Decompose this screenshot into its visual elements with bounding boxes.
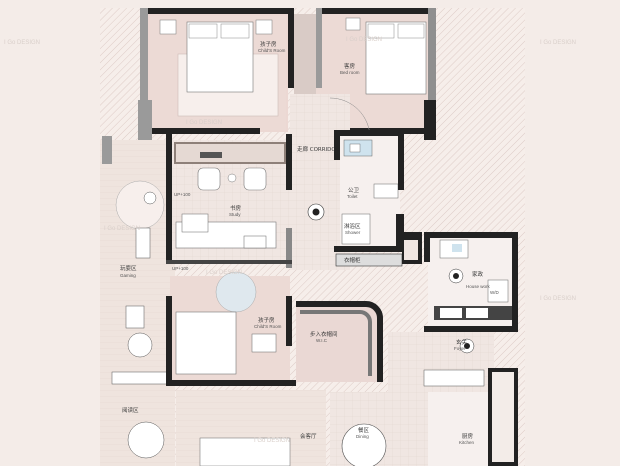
watermark-6: I Go DESIGN — [540, 40, 576, 46]
room-study: 书房 Study UP+100 — [168, 140, 290, 260]
room-housework: 家政 House work W/D — [428, 236, 518, 328]
corridor-label: 走廊 CORRIDOR — [297, 145, 340, 153]
kitchen-en: Kitchen — [459, 440, 475, 445]
wic-en: W.I.C — [316, 338, 328, 343]
gaming-en: Gaming — [120, 273, 136, 278]
study-en: Study — [229, 212, 241, 217]
wic-cn: 步入衣帽间 — [310, 330, 338, 338]
childs-room-top-cn: 孩子房 — [260, 40, 277, 48]
dining-en: Dining — [356, 434, 369, 439]
childs-room-mid-en: Child'S Room — [254, 324, 282, 329]
housework-cn: 家政 — [472, 270, 484, 278]
watermark-1: I Go DESIGN — [186, 120, 222, 126]
study-cn: 书房 — [230, 204, 242, 212]
dining-cn: 餐区 — [358, 426, 370, 434]
zone-gaming: 玩耍区 Gaming UP+100 — [102, 136, 189, 385]
shower-en: Shower — [345, 230, 361, 235]
wd-label: W/D — [490, 290, 499, 295]
shower-cn: 淋浴区 — [344, 222, 361, 230]
bedroom-en: Bed room — [340, 70, 360, 75]
childs-room-top-en: Child'S Room — [258, 48, 286, 53]
room-wic: 步入衣帽间 W.I.C — [296, 301, 383, 382]
round-rug — [215, 271, 257, 313]
toilet-en: Toilet — [347, 194, 358, 199]
wardrobe-label: 衣帽柜 — [344, 256, 361, 264]
reading-cn: 阅读区 — [122, 406, 139, 414]
room-toilet: 公卫 Toilet 淋浴区 Shower — [340, 134, 400, 246]
watermark-8: I Go DESIGN — [540, 296, 576, 302]
walls-study — [166, 134, 292, 268]
zone-dining: 餐区 Dining — [330, 392, 428, 466]
housework-en: House work — [466, 284, 491, 289]
childs-room-mid-cn: 孩子房 — [258, 316, 275, 324]
walls-toilet — [334, 130, 404, 252]
foyer-cn: 玄关 — [456, 338, 468, 346]
room-childs-top: 孩子房 Child'S Room — [148, 14, 288, 132]
zone-living: 会客厅 — [176, 390, 326, 466]
kitchen-cn: 厨房 — [462, 432, 474, 440]
toilet-cn: 公卫 — [348, 187, 360, 194]
up-label-2: UP+100 — [172, 266, 189, 271]
watermark-7: I Go DESIGN — [254, 438, 290, 444]
right-hatch — [430, 8, 525, 233]
living-cn: 会客厅 — [300, 432, 317, 440]
watermark-4: I Go DESIGN — [104, 226, 140, 232]
zone-reading: 阅读区 — [122, 406, 165, 459]
watermark-3: I Go DESIGN — [206, 270, 242, 276]
watermark-5: I Go DESIGN — [4, 40, 40, 46]
bedroom-cn: 客房 — [344, 62, 356, 70]
walls-childs-mid — [166, 296, 296, 386]
study-up: UP+100 — [174, 192, 191, 197]
zone-foyer: 玄关 Foyer — [388, 332, 494, 392]
closet-top — [294, 14, 316, 94]
walls-housework — [424, 232, 518, 332]
watermarks: I Go DESIGN I Go DESIGN I Go DESIGN I Go… — [4, 37, 576, 444]
dining-table — [341, 423, 387, 466]
zone-kitchen: 厨房 Kitchen — [428, 392, 488, 466]
foyer-en: Foyer — [454, 346, 466, 351]
bed-child — [175, 311, 237, 375]
watermark-2: I Go DESIGN — [346, 37, 382, 43]
gaming-cn: 玩耍区 — [120, 265, 137, 272]
room-childs-mid: 孩子房 Child'S Room — [170, 271, 290, 380]
